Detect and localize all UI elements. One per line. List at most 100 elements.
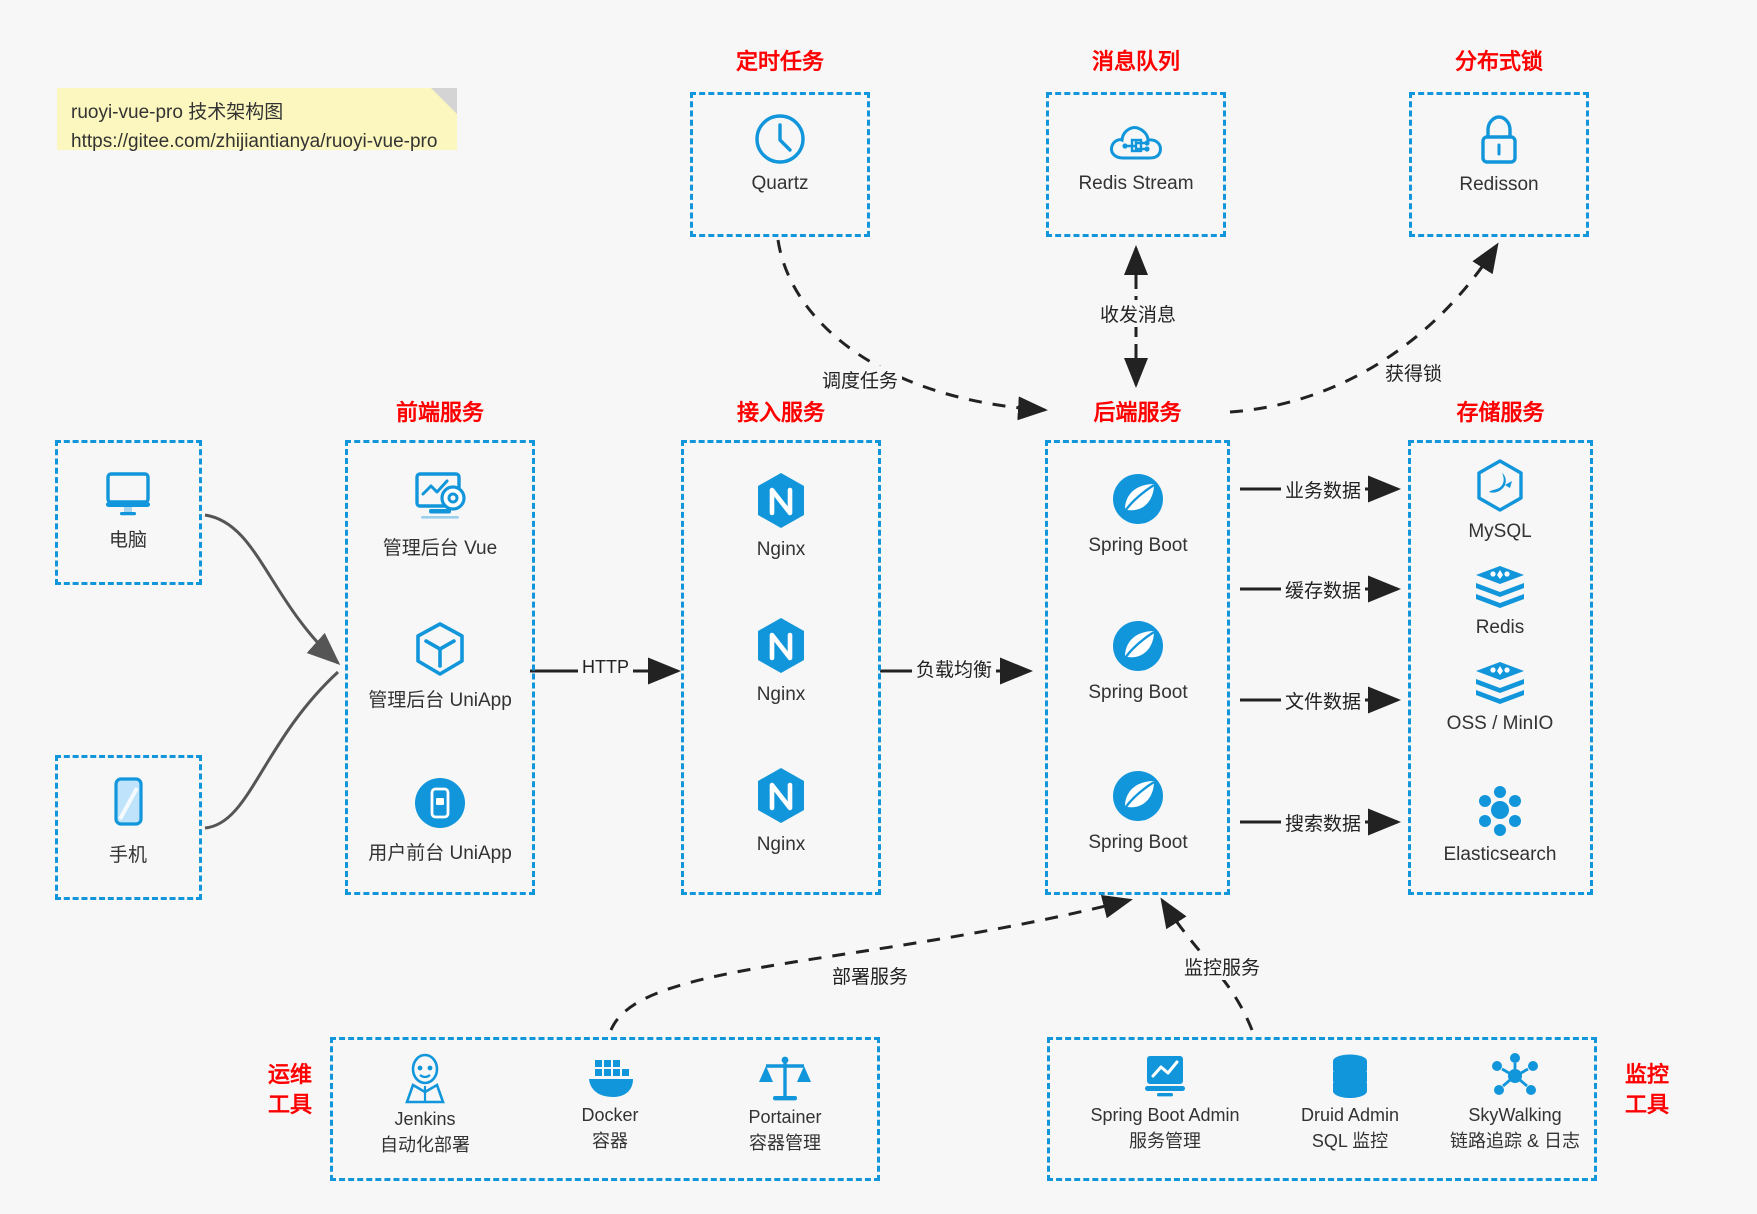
edge-label-deploy-service: 部署服务 <box>828 962 913 989</box>
node-spring-boot-1[interactable]: Spring Boot <box>1063 470 1213 557</box>
edge-label-cache-data: 缓存数据 <box>1281 576 1366 603</box>
nginx-icon <box>753 615 809 677</box>
edge-label-business-data: 业务数据 <box>1281 476 1366 503</box>
node-label: 手机 <box>108 845 147 866</box>
database-icon <box>1324 1052 1376 1102</box>
group-box-monitor <box>1047 1037 1597 1181</box>
group-box-phone <box>55 755 202 900</box>
group-box-frontend <box>345 440 535 895</box>
skywalking-icon <box>1488 1052 1542 1102</box>
node-quartz[interactable]: Quartz <box>715 112 845 195</box>
group-title-gateway: 接入服务 <box>736 400 825 425</box>
redis-stack-icon <box>1471 658 1529 706</box>
spring-boot-icon <box>1109 767 1167 825</box>
redis-stack-icon <box>1471 562 1529 610</box>
group-title-scheduler: 定时任务 <box>735 49 824 74</box>
mobile-app-icon <box>412 775 468 831</box>
node-jenkins[interactable]: Jenkins 自动化部署 <box>355 1052 495 1158</box>
portainer-scale-icon <box>756 1052 814 1104</box>
node-spring-boot-admin[interactable]: Spring Boot Admin 服务管理 <box>1070 1052 1260 1154</box>
group-title-monitor-line-2: 工具 <box>1624 1092 1669 1117</box>
monitor-icon <box>100 468 156 518</box>
group-box-mq <box>1046 92 1226 237</box>
group-title-mq: 消息队列 <box>1091 49 1180 74</box>
node-skywalking[interactable]: SkyWalking 链路追踪 & 日志 <box>1430 1052 1600 1154</box>
node-redis[interactable]: Redis <box>1425 562 1575 639</box>
node-label: Spring Boot <box>1088 832 1188 853</box>
group-box-gateway <box>681 440 881 895</box>
node-sublabel: 自动化部署 <box>380 1135 470 1155</box>
edge-label-file-data: 文件数据 <box>1281 687 1366 714</box>
node-label: Spring Boot <box>1088 535 1188 556</box>
node-label: 用户前台 UniApp <box>368 843 512 864</box>
group-title-devops: 运维 工具 <box>255 1060 325 1120</box>
docker-whale-icon <box>581 1052 639 1102</box>
note-line-1: ruoyi-vue-pro 技术架构图 <box>71 102 284 123</box>
node-redis-stream[interactable]: Redis Stream <box>1071 118 1201 195</box>
note-line-2: https://gitee.com/zhijiantianya/ruoyi-vu… <box>71 131 438 152</box>
node-sublabel: 容器管理 <box>749 1133 821 1153</box>
edge-label-load-balance: 负载均衡 <box>912 655 997 682</box>
edge-label-http: HTTP <box>578 657 633 678</box>
nginx-icon <box>753 765 809 827</box>
group-box-devops <box>330 1037 880 1181</box>
group-title-monitor: 监控 工具 <box>1612 1060 1682 1120</box>
node-label: Redis <box>1475 617 1525 638</box>
group-title-devops-line-1: 运维 <box>267 1062 312 1087</box>
mysql-dolphin-icon <box>1472 458 1528 514</box>
node-sublabel: 链路追踪 & 日志 <box>1449 1131 1580 1151</box>
group-box-pc <box>55 440 202 585</box>
spring-boot-icon <box>1109 470 1167 528</box>
group-box-backend <box>1045 440 1230 895</box>
node-pc[interactable]: 电脑 <box>73 468 183 552</box>
node-user-uniapp[interactable]: 用户前台 UniApp <box>355 775 525 865</box>
node-label: Redisson <box>1459 174 1539 195</box>
node-docker[interactable]: Docker 容器 <box>540 1052 680 1154</box>
node-elasticsearch[interactable]: Elasticsearch <box>1425 785 1575 866</box>
node-label: Portainer <box>748 1107 822 1127</box>
node-nginx-3[interactable]: Nginx <box>716 765 846 856</box>
lock-icon <box>1473 113 1525 167</box>
node-label: Redis Stream <box>1078 173 1194 194</box>
node-label: 管理后台 UniApp <box>368 690 512 711</box>
edge-label-search-data: 搜索数据 <box>1281 809 1366 836</box>
node-spring-boot-2[interactable]: Spring Boot <box>1063 617 1213 704</box>
group-title-storage: 存储服务 <box>1456 400 1545 425</box>
node-label: Druid Admin <box>1300 1105 1400 1125</box>
node-oss-minio[interactable]: OSS / MinIO <box>1425 658 1575 735</box>
node-portainer[interactable]: Portainer 容器管理 <box>715 1052 855 1156</box>
node-druid-admin[interactable]: Druid Admin SQL 监控 <box>1275 1052 1425 1154</box>
monitor-chart-icon <box>1137 1052 1193 1102</box>
edge-label-acquire-lock: 获得锁 <box>1381 359 1447 386</box>
node-phone[interactable]: 手机 <box>73 775 183 867</box>
node-label: Jenkins <box>394 1109 456 1129</box>
edge-label-schedule-task: 调度任务 <box>818 366 903 393</box>
node-label: Elasticsearch <box>1443 844 1557 865</box>
node-label: Nginx <box>756 834 806 855</box>
node-sublabel: 服务管理 <box>1129 1131 1201 1151</box>
node-nginx-2[interactable]: Nginx <box>716 615 846 706</box>
node-label: Spring Boot Admin <box>1090 1105 1240 1125</box>
node-redisson[interactable]: Redisson <box>1434 113 1564 196</box>
node-sublabel: SQL 监控 <box>1311 1131 1389 1151</box>
architecture-note: ruoyi-vue-pro 技术架构图 https://gitee.com/zh… <box>57 88 457 152</box>
group-title-monitor-line-1: 监控 <box>1624 1062 1669 1087</box>
node-mysql[interactable]: MySQL <box>1425 458 1575 543</box>
spring-boot-icon <box>1109 617 1167 675</box>
group-box-storage <box>1408 440 1593 895</box>
node-spring-boot-3[interactable]: Spring Boot <box>1063 767 1213 854</box>
node-admin-vue[interactable]: 管理后台 Vue <box>355 470 525 560</box>
cube-icon <box>412 620 468 678</box>
group-box-lock <box>1409 92 1589 237</box>
note-fold-corner <box>431 88 457 114</box>
group-title-frontend: 前端服务 <box>395 400 484 425</box>
group-title-devops-line-2: 工具 <box>267 1092 312 1117</box>
node-label: OSS / MinIO <box>1446 713 1554 734</box>
node-label: 电脑 <box>108 530 147 551</box>
node-label: Nginx <box>756 539 806 560</box>
node-nginx-1[interactable]: Nginx <box>716 470 846 561</box>
node-admin-uniapp[interactable]: 管理后台 UniApp <box>355 620 525 712</box>
edge-label-send-receive-message: 收发消息 <box>1096 300 1181 327</box>
jenkins-butler-icon <box>399 1052 451 1106</box>
dashboard-gear-icon <box>409 470 471 526</box>
